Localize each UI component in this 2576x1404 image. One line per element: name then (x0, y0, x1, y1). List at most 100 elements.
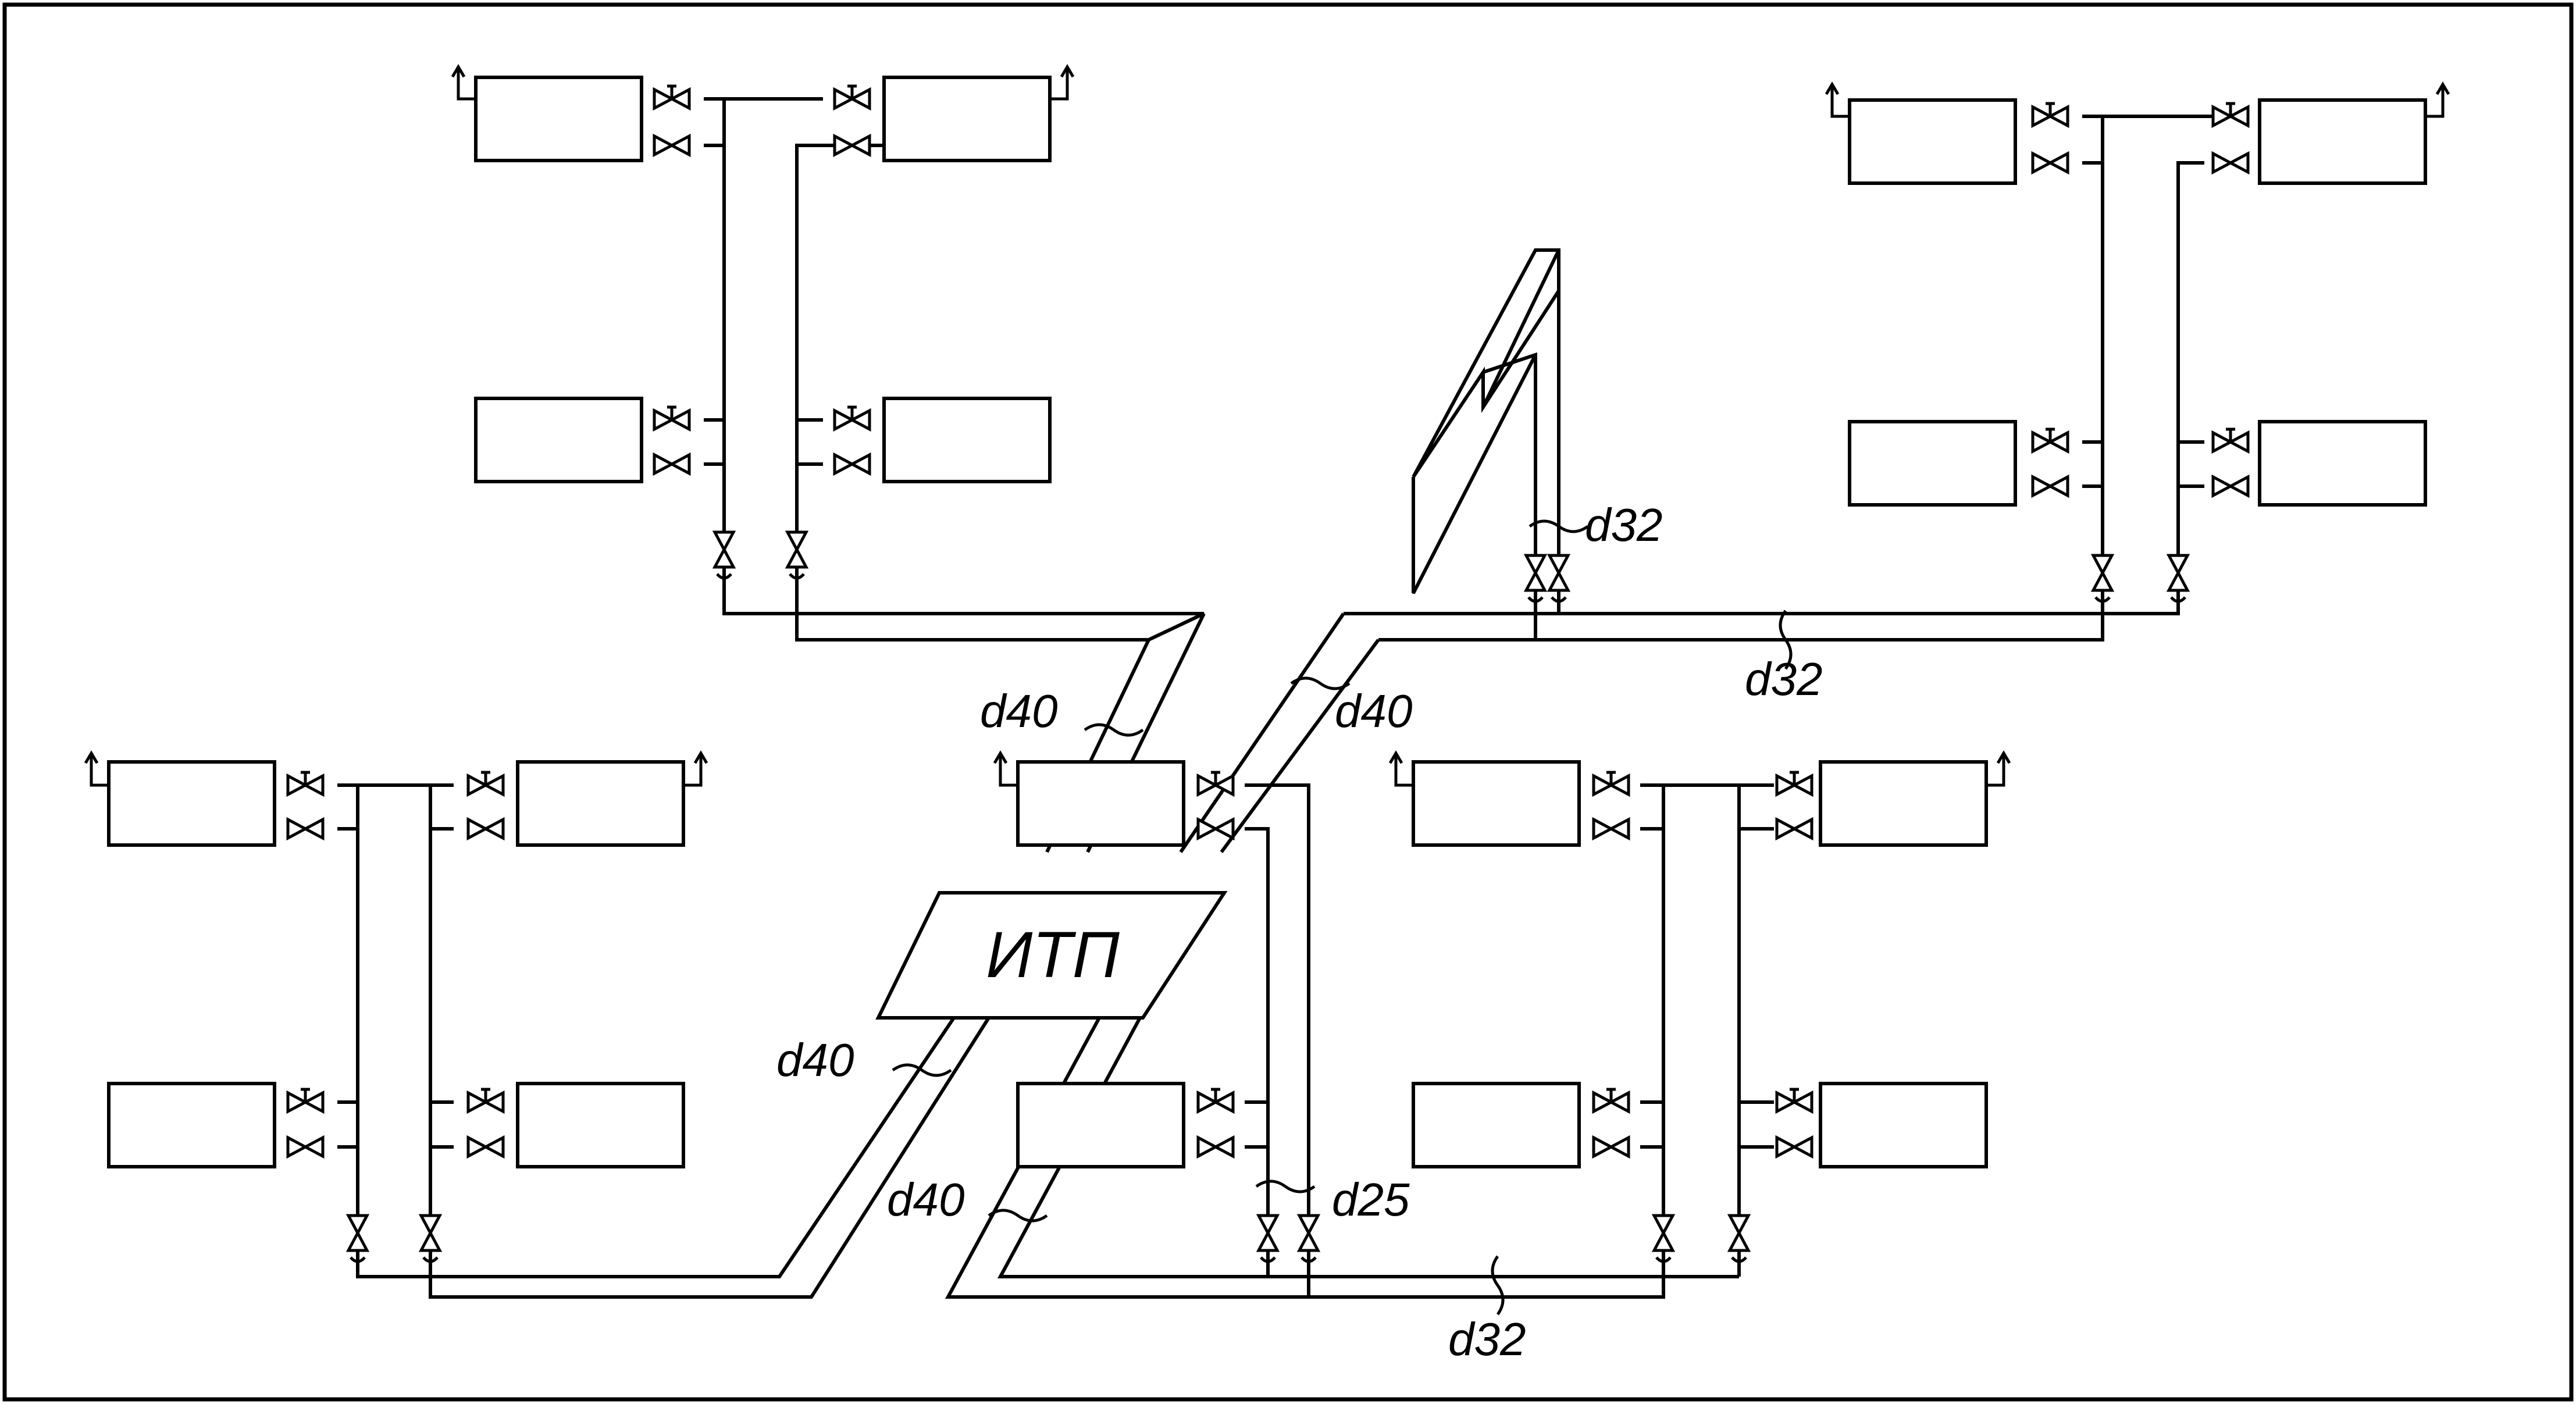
valve-icon (2031, 151, 2069, 175)
valve-icon (286, 1135, 325, 1159)
label-d25: d25 (1332, 1174, 1410, 1225)
radiator (1819, 760, 1988, 847)
radiator (1819, 1082, 1988, 1168)
air-vent-icon (1825, 81, 1850, 118)
valve-icon (653, 452, 691, 476)
valve-icon (1592, 817, 1630, 841)
radiator (882, 397, 1052, 483)
break-mark (1491, 1255, 1505, 1316)
valve-icon (286, 817, 325, 841)
break-mark (892, 1063, 952, 1077)
drain-icon (789, 567, 805, 580)
drain-icon (1301, 1250, 1317, 1263)
radiator (474, 76, 643, 162)
drain-icon (1527, 590, 1544, 603)
thermostat-icon (667, 405, 676, 420)
valve-icon (2166, 554, 2190, 592)
break-mark (1084, 723, 1144, 737)
valve-icon (833, 133, 871, 158)
valve-icon (1547, 554, 1571, 592)
thermostat-icon (301, 1088, 310, 1102)
collector-panel (1412, 248, 1560, 478)
thermostat-icon (2046, 102, 2055, 116)
pipe (1245, 827, 1270, 1245)
collector-panels (1412, 248, 1560, 594)
pipe (429, 785, 991, 1299)
drain-icon (1551, 590, 1567, 603)
thermostat-icon (847, 84, 857, 99)
break-mark (1255, 1179, 1316, 1193)
itp-box (875, 891, 1228, 1020)
radiator (516, 760, 685, 847)
drain-icon (1655, 1250, 1672, 1263)
thermostat-icon (2046, 427, 2055, 442)
valve-icon (2211, 151, 2250, 175)
valve-icon (833, 452, 871, 476)
thermostat-icon (667, 84, 676, 99)
valve-icon (712, 530, 736, 569)
pipe (356, 785, 956, 1278)
radiator (107, 1082, 276, 1168)
thermostat-icon (481, 771, 490, 785)
air-vent-icon (683, 750, 708, 787)
pipe (1220, 639, 1380, 853)
pipe (1245, 783, 1310, 1245)
valve-icon (466, 817, 505, 841)
air-vent-icon (84, 750, 109, 787)
thermostat-icon (1790, 1088, 1799, 1102)
air-vent-icon (2425, 81, 2450, 118)
air-vent-icon (1050, 64, 1075, 101)
radiator (882, 76, 1052, 162)
radiator (2258, 420, 2427, 507)
collector-panel-edge (1412, 354, 1537, 594)
drain-icon (2170, 590, 2186, 603)
thermostat-icon (1606, 771, 1616, 785)
thermostat-icon (1606, 1088, 1616, 1102)
valve-icon (2031, 474, 2069, 498)
break-mark (1290, 676, 1351, 690)
air-vent-icon (1388, 750, 1413, 787)
air-vent-icon (1986, 750, 2011, 787)
valve-icon (1296, 1214, 1321, 1252)
valve-icon (2211, 474, 2250, 498)
radiator (1412, 1082, 1581, 1168)
label-d40-down-left: d40 (776, 1034, 854, 1086)
thermostat-icon (301, 771, 310, 785)
pipe (2176, 161, 2204, 558)
thermostat-icon (1211, 1088, 1220, 1102)
valve-icon (653, 133, 691, 158)
valve-icon (1196, 817, 1235, 841)
radiator (2258, 98, 2427, 185)
valve-icon (1592, 1135, 1630, 1159)
itp-label: ИТП (986, 918, 1120, 991)
thermostat-icon (481, 1088, 490, 1102)
valve-icon (1775, 817, 1813, 841)
break-mark (988, 1209, 1048, 1223)
drain-icon (716, 567, 732, 580)
valve-icon (1727, 1214, 1751, 1252)
radiator (1848, 420, 2017, 507)
valve-icon (466, 1135, 505, 1159)
radiator (474, 397, 643, 483)
drain-icon (350, 1250, 366, 1263)
break-mark (1529, 519, 1589, 533)
label-d40-up-left: d40 (980, 685, 1057, 737)
thermostat-icon (2226, 427, 2235, 442)
valve-icon (1256, 1214, 1280, 1252)
radiator (107, 760, 276, 847)
label-d32-main-top: d32 (1745, 653, 1822, 705)
label-d40-down-right: d40 (887, 1174, 964, 1225)
thermostat-icon (1211, 771, 1220, 785)
label-d40-up-right: d40 (1335, 685, 1412, 737)
pipe (1179, 612, 1345, 853)
radiator (1412, 760, 1581, 847)
valve-icon (785, 530, 809, 569)
thermostat-icon (847, 405, 857, 420)
radiator (1016, 760, 1185, 847)
radiators (107, 76, 2427, 1168)
label-d32-main-bottom: d32 (1448, 1313, 1526, 1365)
break-mark (1779, 610, 1793, 670)
label-d32-riser: d32 (1585, 499, 1662, 551)
